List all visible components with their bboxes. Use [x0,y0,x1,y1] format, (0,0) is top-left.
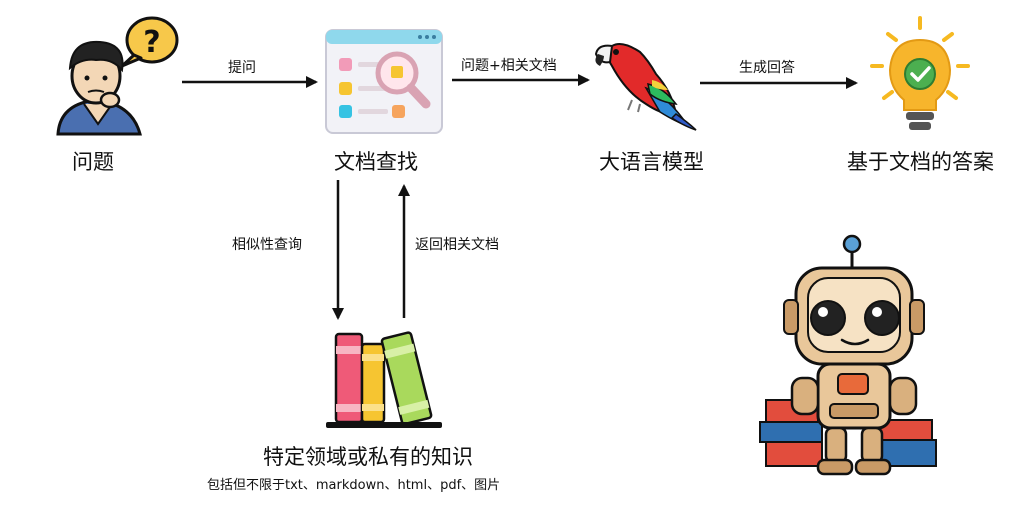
lightbulb-check-icon [870,16,970,130]
thinking-person-icon: ? [56,16,179,136]
parrot-icon [594,43,697,131]
books-icon [326,331,442,428]
robot-reading-icon [759,234,937,476]
edge-label-return-docs: 返回相关文档 [415,237,499,253]
node-label-llm: 大语言模型 [599,150,704,174]
document-search-icon [325,29,443,134]
svg-text:?: ? [143,25,160,60]
edge-label-ask: 提问 [228,60,256,76]
edge-label-generate: 生成回答 [739,60,795,76]
node-label-knowledge: 特定领域或私有的知识 [263,445,473,469]
node-label-doc-search: 文档查找 [334,150,418,174]
node-label-question: 问题 [72,150,114,174]
node-sublabel-knowledge: 包括但不限于txt、markdown、html、pdf、图片 [207,478,501,493]
node-label-answer: 基于文档的答案 [847,150,994,174]
edge-label-question-docs: 问题+相关文档 [461,58,557,74]
edge-label-similarity-query: 相似性查询 [232,237,302,253]
